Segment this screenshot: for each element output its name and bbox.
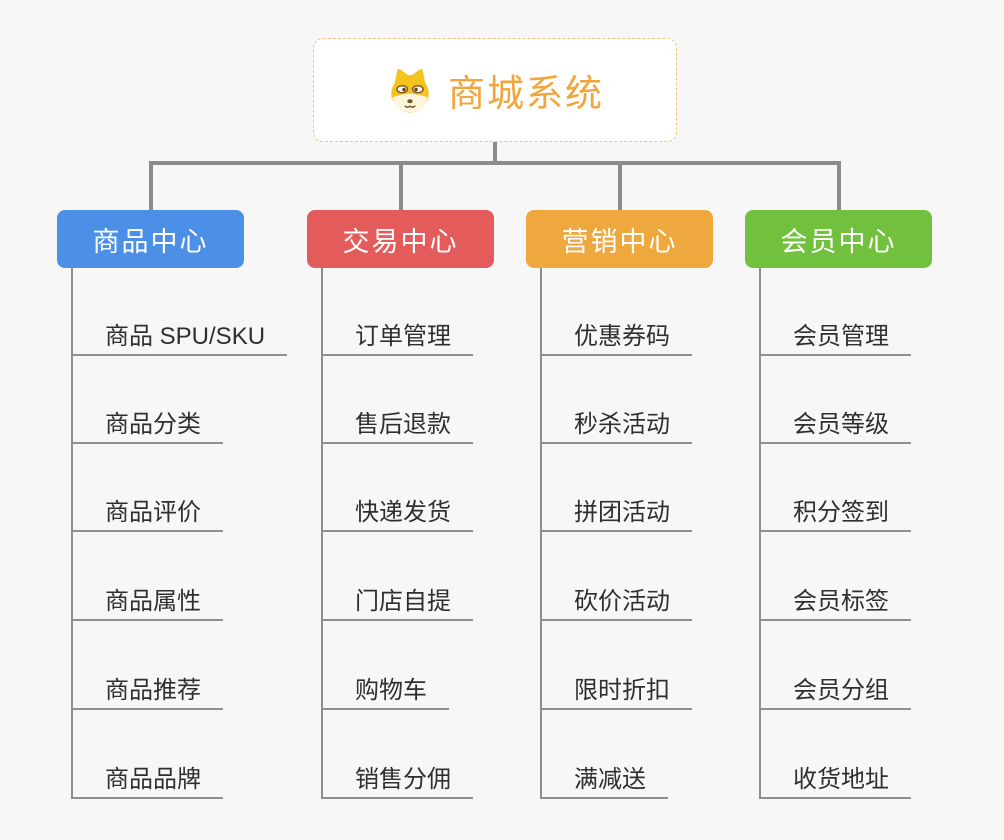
child-node[interactable]: 快递发货 — [321, 500, 473, 532]
child-node[interactable]: 购物车 — [321, 678, 449, 710]
child-node[interactable]: 订单管理 — [321, 324, 473, 356]
child-node[interactable]: 商品品牌 — [71, 767, 223, 799]
doge-icon — [386, 66, 434, 114]
branch-spine-2 — [321, 268, 323, 799]
child-node[interactable]: 会员等级 — [759, 412, 911, 444]
branch-head-product-center[interactable]: 商品中心 — [57, 210, 244, 268]
child-node[interactable]: 商品分类 — [71, 412, 223, 444]
child-node[interactable]: 砍价活动 — [540, 589, 692, 621]
child-node[interactable]: 收货地址 — [759, 767, 911, 799]
connector-drop-2 — [399, 161, 403, 210]
connector-drop-4 — [837, 161, 841, 210]
branch-spine-4 — [759, 268, 761, 799]
branch-head-member-center[interactable]: 会员中心 — [745, 210, 932, 268]
child-node[interactable]: 积分签到 — [759, 500, 911, 532]
child-node[interactable]: 商品评价 — [71, 500, 223, 532]
branch-spine-1 — [71, 268, 73, 799]
branch-head-marketing-center[interactable]: 营销中心 — [526, 210, 713, 268]
child-node[interactable]: 会员管理 — [759, 324, 911, 356]
connector-root-stub — [493, 142, 497, 165]
child-node[interactable]: 销售分佣 — [321, 767, 473, 799]
connector-drop-1 — [149, 161, 153, 210]
child-node[interactable]: 优惠券码 — [540, 324, 692, 356]
child-node[interactable]: 秒杀活动 — [540, 412, 692, 444]
child-node[interactable]: 售后退款 — [321, 412, 473, 444]
branch-spine-3 — [540, 268, 542, 799]
child-node[interactable]: 会员标签 — [759, 589, 911, 621]
connector-drop-3 — [618, 161, 622, 210]
child-node[interactable]: 会员分组 — [759, 678, 911, 710]
child-node[interactable]: 商品 SPU/SKU — [71, 324, 288, 356]
branch-head-trade-center[interactable]: 交易中心 — [307, 210, 494, 268]
child-node[interactable]: 拼团活动 — [540, 500, 692, 532]
root-node[interactable]: 商城系统 — [313, 38, 677, 142]
child-node[interactable]: 满减送 — [540, 767, 668, 799]
child-node[interactable]: 限时折扣 — [540, 678, 692, 710]
connector-rail — [149, 161, 841, 165]
child-node[interactable]: 商品推荐 — [71, 678, 223, 710]
child-node[interactable]: 商品属性 — [71, 589, 223, 621]
child-node[interactable]: 门店自提 — [321, 589, 473, 621]
root-title: 商城系统 — [448, 73, 604, 114]
